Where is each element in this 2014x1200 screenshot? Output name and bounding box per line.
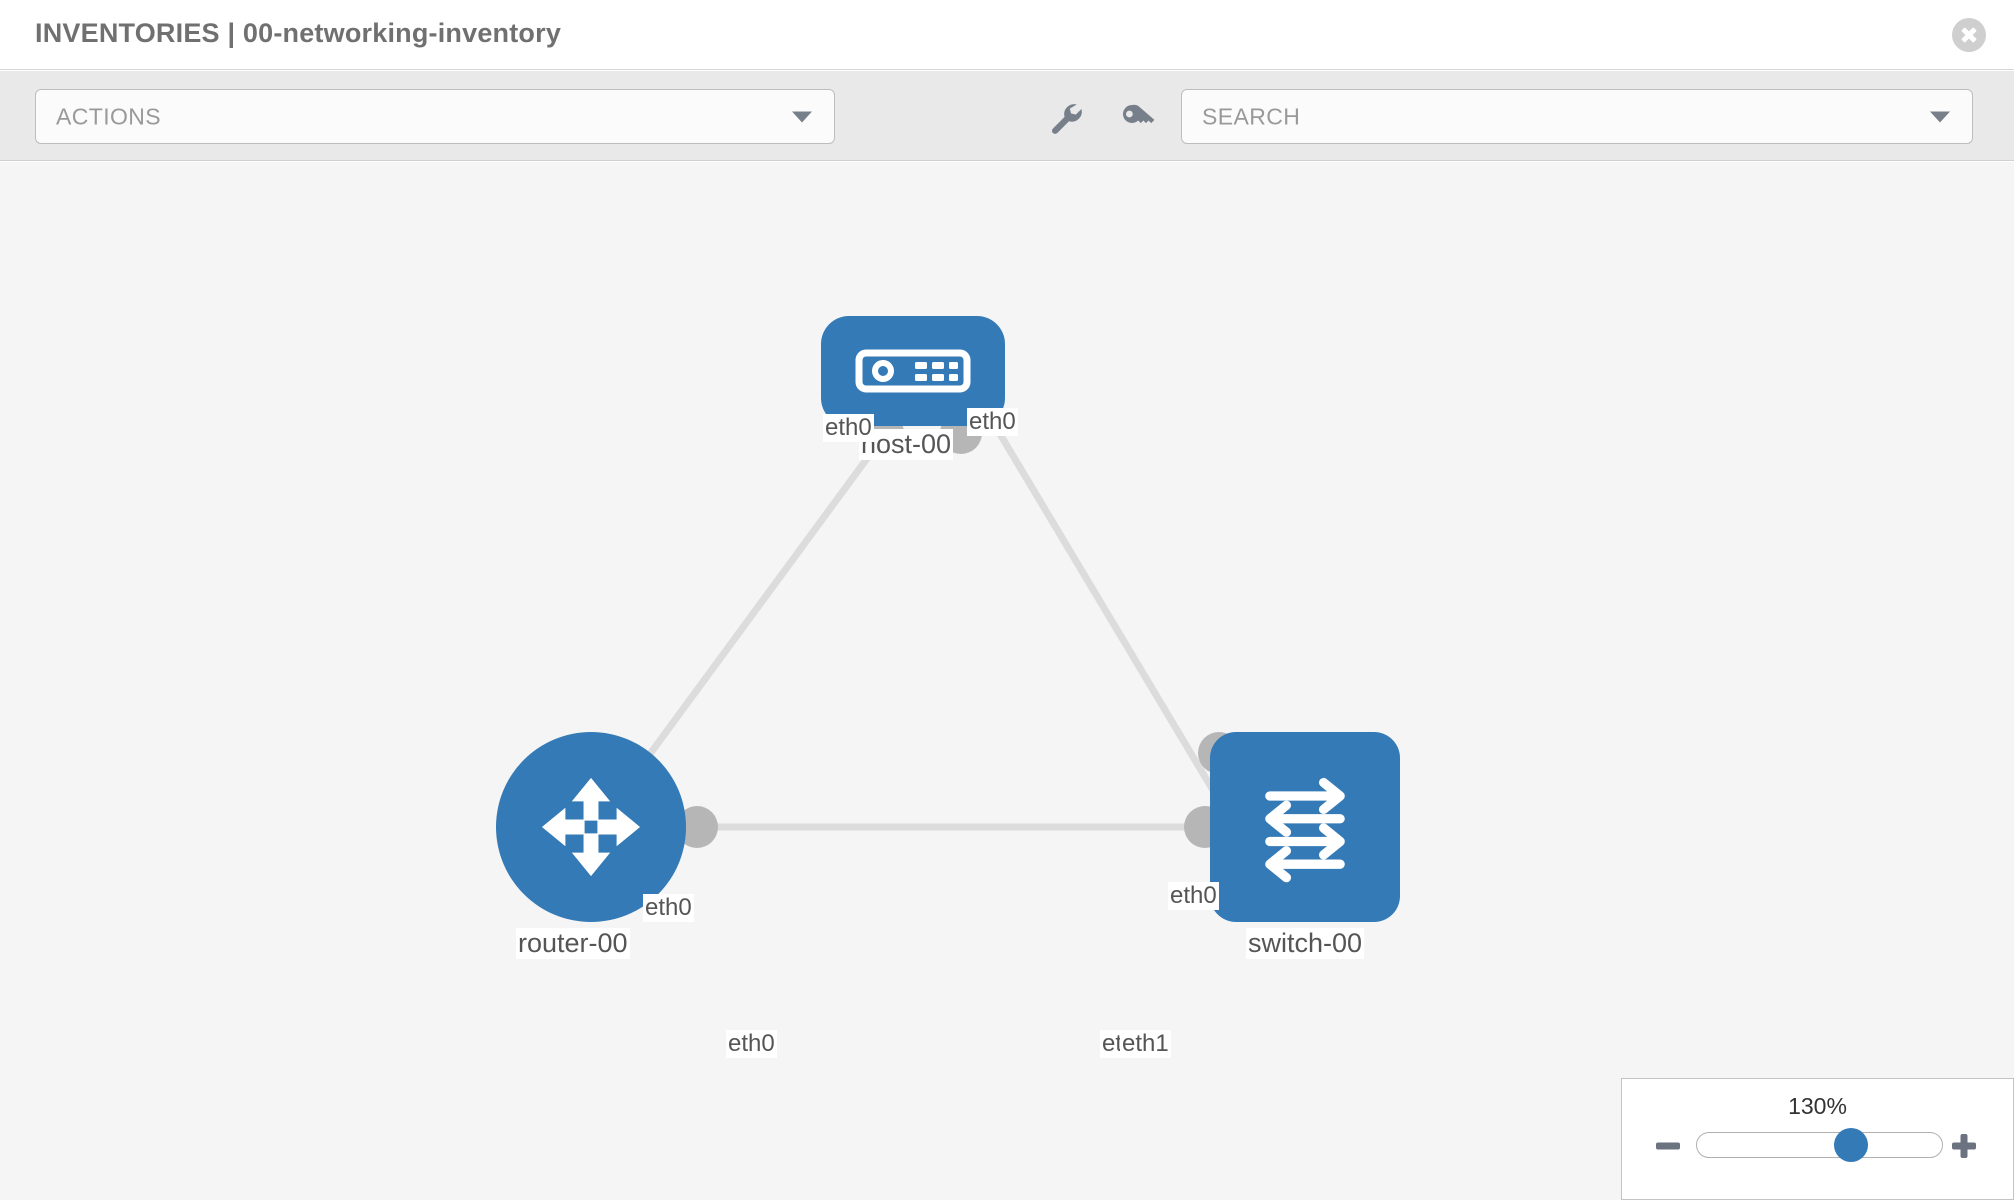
zoom-in-button[interactable] — [1949, 1131, 1979, 1161]
node-host-00-body[interactable] — [821, 316, 1005, 426]
zoom-panel: 130% — [1621, 1078, 2014, 1200]
node-switch-00-body[interactable] — [1210, 732, 1400, 922]
link-label-switch-up: eth0 — [1168, 882, 1219, 910]
link-label-switch-left: eth1 — [1120, 1030, 1171, 1058]
wrench-icon[interactable] — [1047, 99, 1087, 139]
topology-links — [597, 431, 1236, 831]
node-switch-00-label: switch-00 — [1246, 928, 1365, 959]
link-label-host-right: eth0 — [967, 408, 1018, 436]
key-icon[interactable] — [1118, 99, 1158, 139]
chevron-down-icon — [792, 111, 812, 122]
link-label-host-left: eth0 — [823, 414, 874, 442]
zoom-slider[interactable] — [1696, 1128, 1943, 1162]
topology-canvas[interactable]: host-00 router-00 — [0, 162, 2014, 1200]
link-label-router-up: eth0 — [643, 894, 694, 922]
zoom-level-value: 130% — [1788, 1093, 1847, 1119]
router-icon — [541, 777, 641, 877]
chevron-down-icon — [1930, 111, 1950, 122]
search-input[interactable]: SEARCH — [1181, 89, 1973, 144]
toolbar: ACTIONS SEARCH — [0, 71, 2014, 161]
zoom-out-button[interactable] — [1653, 1131, 1683, 1161]
node-host-00-label: host-00 — [859, 429, 954, 460]
switch-icon — [1265, 777, 1345, 883]
node-router-00-label: router-00 — [516, 928, 630, 959]
server-icon — [855, 349, 971, 393]
zoom-slider-handle[interactable] — [1834, 1128, 1869, 1162]
page-header: INVENTORIES | 00-networking-inventory — [0, 0, 2014, 70]
link-label-router-right: eth0 — [726, 1030, 777, 1058]
wrench-glyph — [1051, 104, 1082, 134]
node-router-00-body[interactable] — [496, 732, 686, 922]
actions-dropdown-label: ACTIONS — [56, 103, 162, 129]
link-host-switch — [996, 432, 1236, 824]
close-icon[interactable] — [1952, 18, 1986, 52]
page-title: INVENTORIES | 00-networking-inventory — [35, 18, 562, 48]
actions-dropdown[interactable]: ACTIONS — [35, 89, 835, 144]
key-glyph — [1122, 104, 1155, 124]
search-placeholder: SEARCH — [1202, 103, 1301, 129]
